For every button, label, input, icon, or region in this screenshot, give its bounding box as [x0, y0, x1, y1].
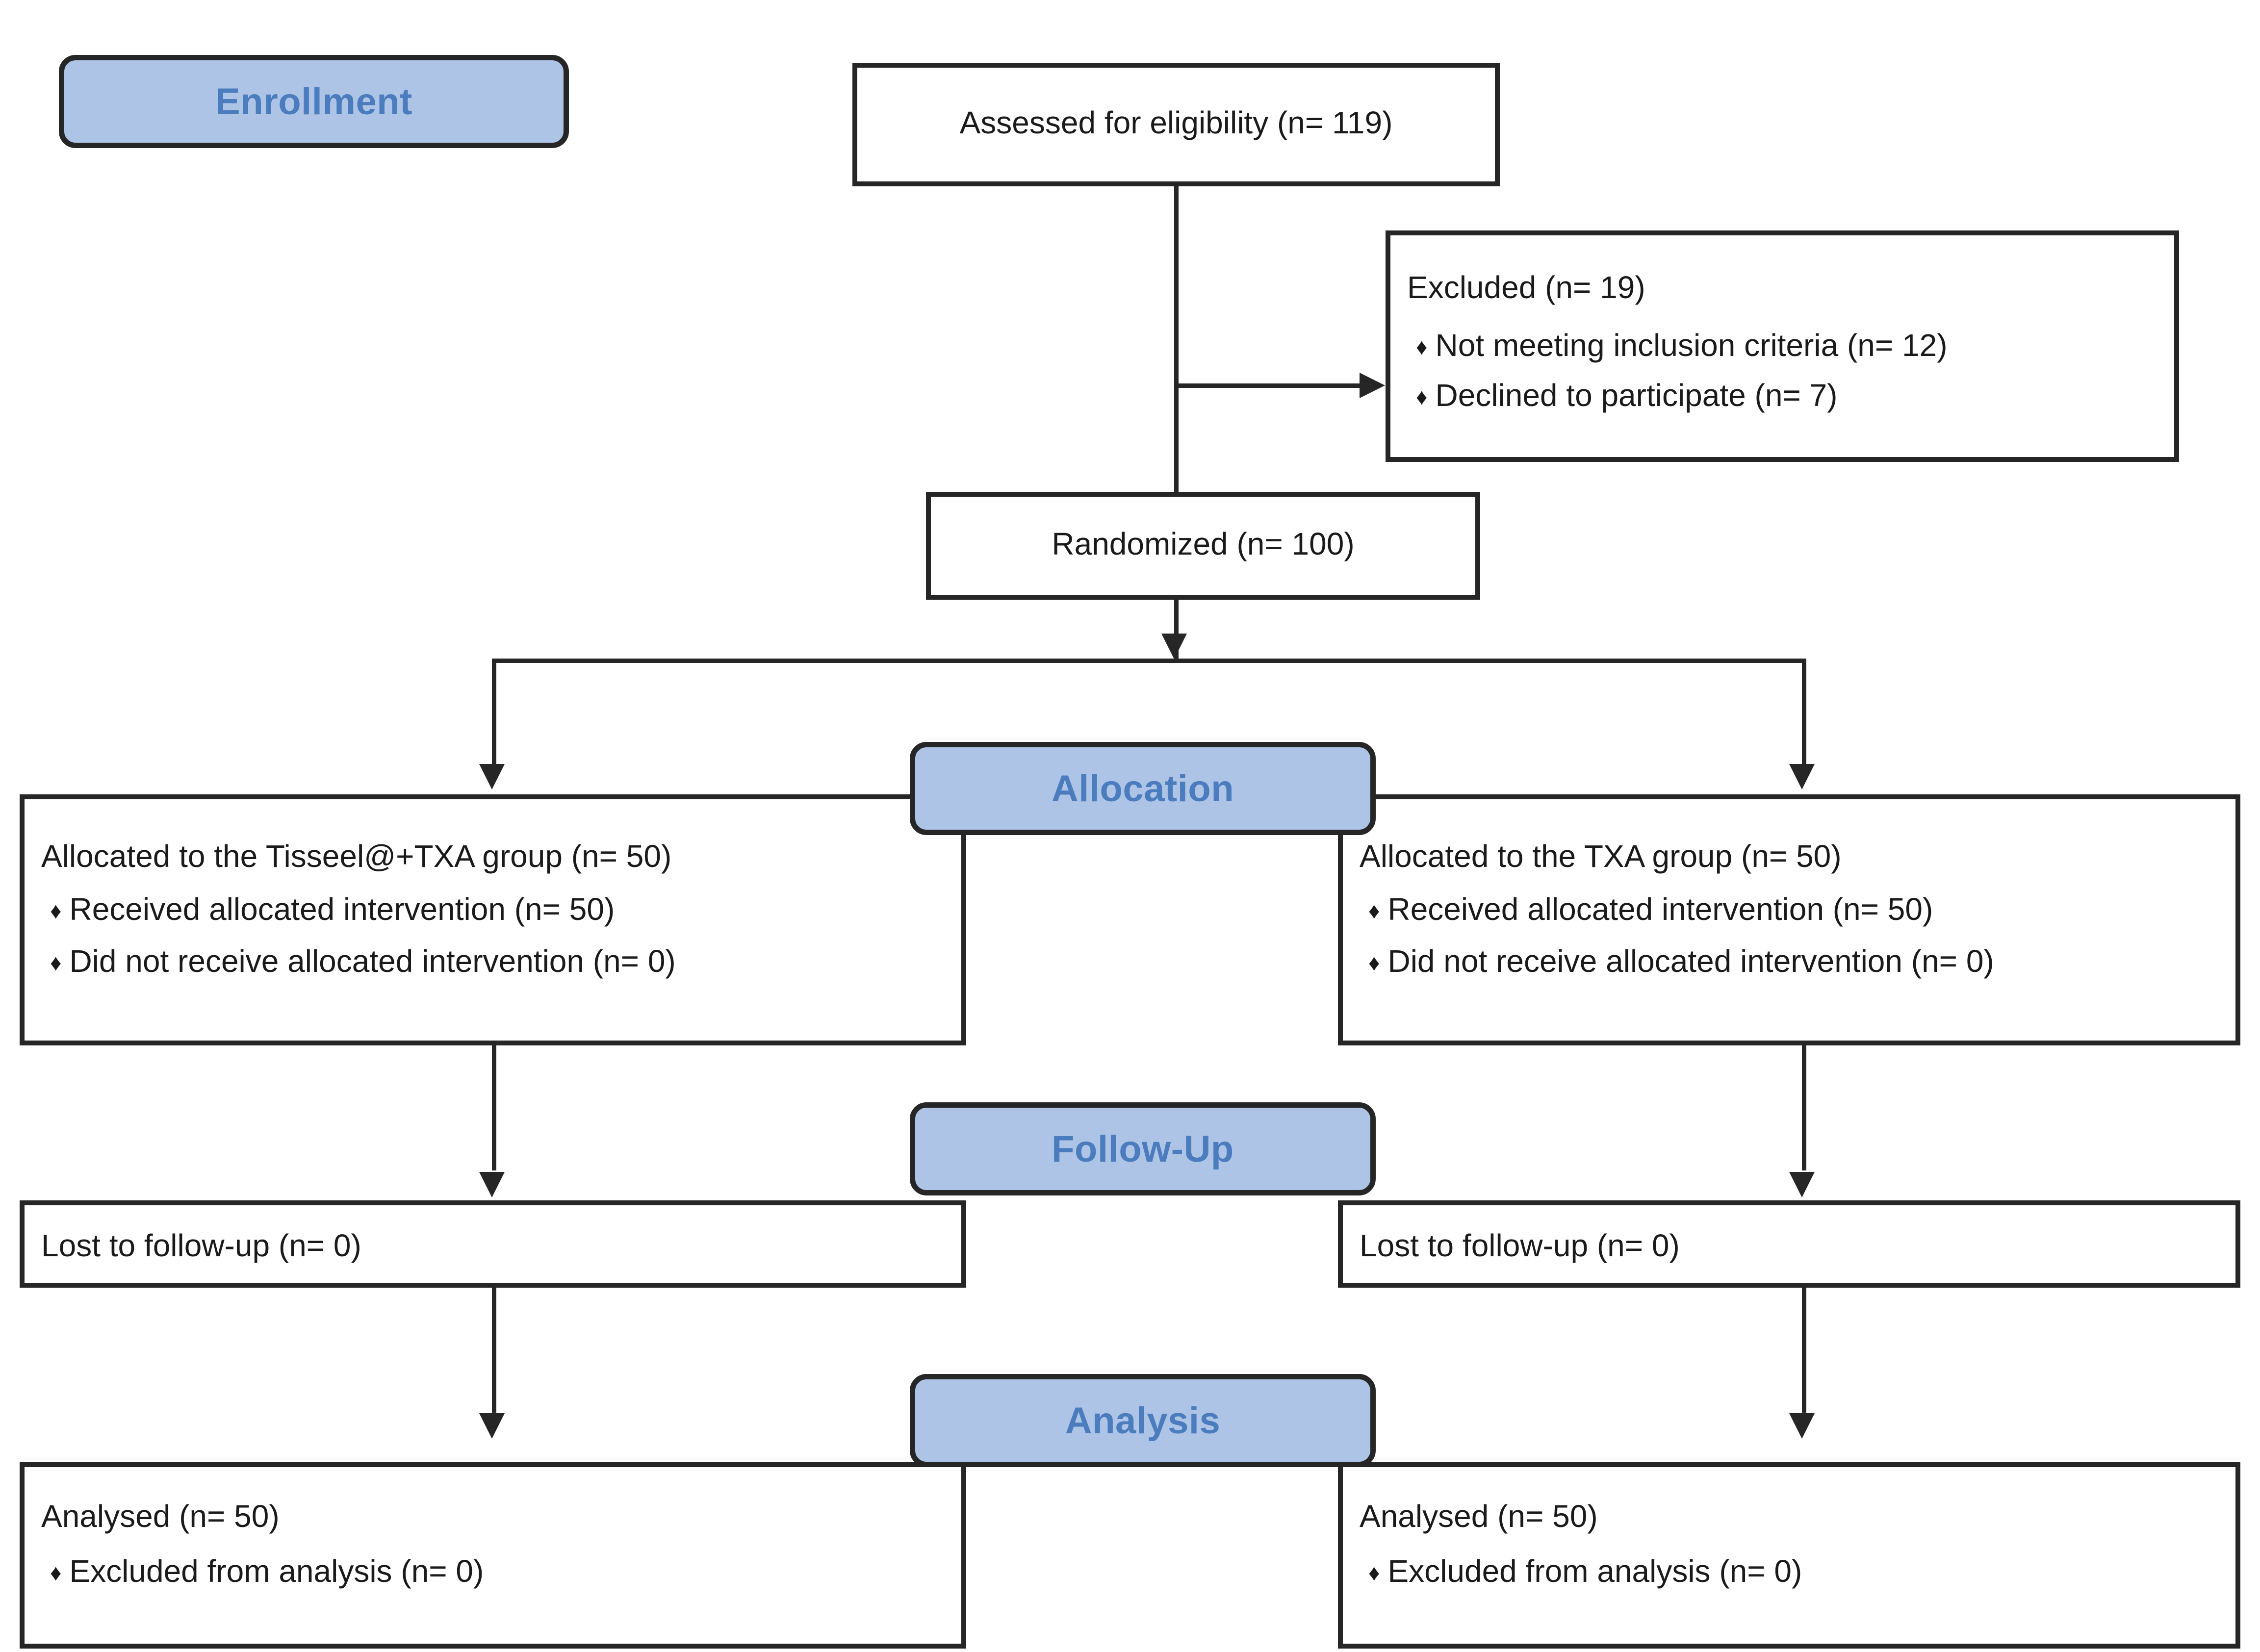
stage-badge-enrollment: Enrollment — [59, 55, 569, 148]
allocation-right-item: ♦ Received allocated intervention (n= 50) — [1368, 892, 1933, 926]
arrow-to-left-followup-icon — [479, 1172, 505, 1197]
analysis-right-title: Analysed (n= 50) — [1360, 1499, 1598, 1534]
allocation-right-item-label: Received allocated intervention (n= 50) — [1387, 891, 1933, 927]
diamond-bullet-icon: ♦ — [50, 1560, 62, 1585]
connector-right-followup-to-analysis — [1802, 1288, 1806, 1413]
excluded-reason-item: ♦ Not meeting inclusion criteria (n= 12) — [1416, 328, 1948, 363]
stage-badge-enrollment-label: Enrollment — [215, 80, 412, 123]
analysis-box-right: Analysed (n= 50) ♦ Excluded from analysis… — [1338, 1462, 2240, 1649]
stage-badge-followup: Follow-Up — [910, 1102, 1376, 1195]
analysis-right-item: ♦ Excluded from analysis (n= 0) — [1368, 1554, 1802, 1588]
excluded-reason-label: Not meeting inclusion criteria (n= 12) — [1435, 328, 1948, 363]
diamond-bullet-icon: ♦ — [1416, 334, 1428, 359]
arrow-randomized-stem-icon — [1161, 634, 1187, 659]
stage-badge-allocation-label: Allocation — [1051, 767, 1234, 810]
allocation-box-right: Allocated to the TXA group (n= 50) ♦ Rece… — [1338, 794, 2240, 1045]
connector-randomized-to-left-arm — [492, 659, 496, 771]
allocation-left-item-label: Received allocated intervention (n= 50) — [69, 891, 615, 927]
connector-randomized-split-bar — [492, 659, 1806, 663]
assessed-for-eligibility-box: Assessed for eligibility (n= 119) — [852, 63, 1500, 186]
diamond-bullet-icon: ♦ — [1368, 1560, 1380, 1585]
arrow-to-left-analysis-icon — [479, 1413, 505, 1439]
arrow-to-right-analysis-icon — [1789, 1413, 1815, 1439]
allocation-left-item: ♦ Received allocated intervention (n= 50) — [50, 892, 615, 926]
stage-badge-allocation: Allocation — [910, 742, 1376, 835]
connector-left-followup-to-analysis — [492, 1288, 496, 1413]
allocation-right-item: ♦ Did not receive allocated intervention … — [1368, 944, 1994, 978]
connector-assessed-to-randomized — [1174, 186, 1179, 493]
stage-badge-analysis: Analysis — [910, 1374, 1376, 1467]
arrow-to-left-allocation-icon — [479, 764, 505, 789]
allocation-box-left: Allocated to the Tisseel@+TXA group (n= … — [20, 794, 966, 1045]
randomized-label: Randomized (n= 100) — [1052, 526, 1355, 561]
followup-left-title: Lost to follow-up (n= 0) — [41, 1228, 361, 1263]
stage-badge-followup-label: Follow-Up — [1052, 1128, 1234, 1170]
connector-randomized-stem — [1174, 600, 1179, 659]
randomized-box: Randomized (n= 100) — [926, 492, 1480, 600]
diamond-bullet-icon: ♦ — [1416, 384, 1428, 409]
arrow-to-right-followup-icon — [1789, 1172, 1815, 1197]
analysis-left-item: ♦ Excluded from analysis (n= 0) — [50, 1554, 484, 1588]
analysis-left-item-label: Excluded from analysis (n= 0) — [69, 1553, 484, 1589]
connector-randomized-to-right-arm — [1802, 659, 1806, 771]
diamond-bullet-icon: ♦ — [50, 898, 62, 923]
followup-right-title: Lost to follow-up (n= 0) — [1360, 1228, 1680, 1263]
allocation-left-title: Allocated to the Tisseel@+TXA group (n= … — [41, 839, 672, 874]
diamond-bullet-icon: ♦ — [1368, 898, 1380, 923]
analysis-left-title: Analysed (n= 50) — [41, 1499, 280, 1534]
stage-badge-analysis-label: Analysis — [1065, 1399, 1221, 1442]
connector-right-allocation-to-followup — [1802, 1045, 1806, 1170]
excluded-reason-item: ♦ Declined to participate (n= 7) — [1416, 378, 1838, 413]
diamond-bullet-icon: ♦ — [1368, 950, 1380, 975]
followup-box-left: Lost to follow-up (n= 0) — [20, 1200, 966, 1288]
excluded-box: Excluded (n= 19) ♦ Not meeting inclusion … — [1386, 230, 2179, 462]
allocation-left-item-label: Did not receive allocated intervention (… — [69, 943, 676, 979]
arrow-to-excluded-icon — [1360, 373, 1385, 398]
followup-box-right: Lost to follow-up (n= 0) — [1338, 1200, 2240, 1288]
allocation-right-item-label: Did not receive allocated intervention (… — [1387, 943, 1994, 979]
diamond-bullet-icon: ♦ — [50, 950, 62, 975]
allocation-right-title: Allocated to the TXA group (n= 50) — [1360, 839, 1842, 874]
excluded-reason-label: Declined to participate (n= 7) — [1435, 378, 1838, 413]
analysis-box-left: Analysed (n= 50) ♦ Excluded from analysis… — [20, 1462, 966, 1649]
connector-assessed-to-excluded — [1174, 383, 1361, 388]
arrow-to-right-allocation-icon — [1789, 764, 1815, 789]
analysis-right-item-label: Excluded from analysis (n= 0) — [1387, 1553, 1802, 1589]
connector-left-allocation-to-followup — [492, 1045, 496, 1170]
allocation-left-item: ♦ Did not receive allocated intervention … — [50, 944, 676, 978]
excluded-title: Excluded (n= 19) — [1407, 270, 1645, 305]
assessed-for-eligibility-label: Assessed for eligibility (n= 119) — [959, 105, 1393, 140]
